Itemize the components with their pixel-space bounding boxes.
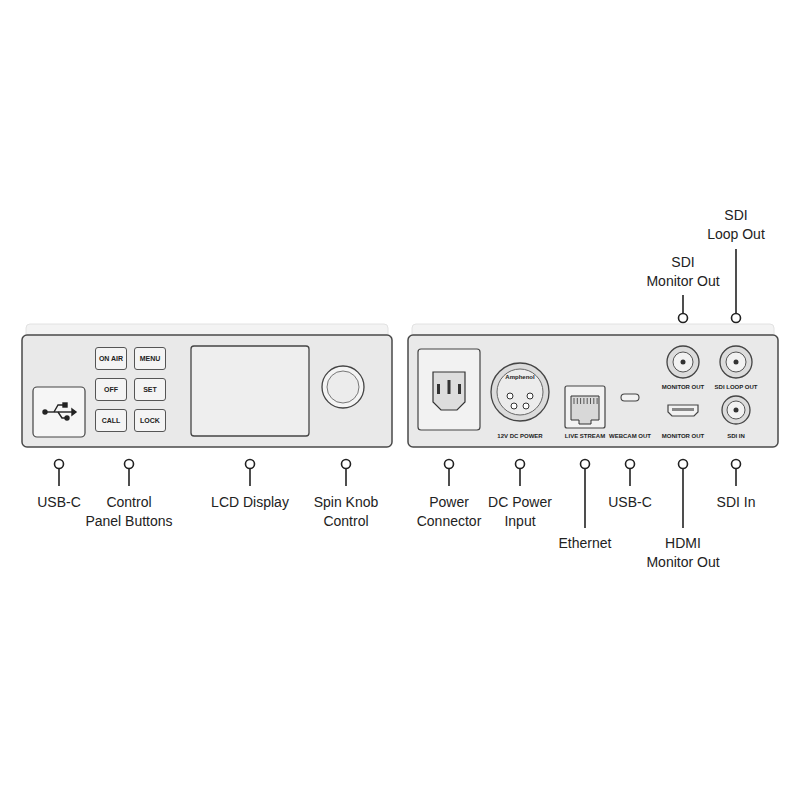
- spin-knob: [322, 366, 364, 408]
- callout-label: USB-C: [37, 493, 81, 512]
- callout-label: Ethernet: [559, 534, 612, 553]
- hdmi-contacts: [672, 408, 694, 411]
- control-button: OFF: [95, 378, 127, 401]
- callout-label: USB-C: [608, 493, 652, 512]
- callout-label: Power Connector: [417, 493, 482, 531]
- usb-port-door: [33, 387, 85, 437]
- callout-label: SDI Monitor Out: [646, 253, 719, 291]
- ethernet-port: [565, 386, 605, 428]
- port-label: WEBCAM OUT: [609, 433, 651, 440]
- port-label: Amphenol: [505, 374, 534, 381]
- power-connector: [418, 349, 480, 430]
- bnc-inner: [726, 352, 746, 372]
- xlr-pin: [527, 393, 533, 399]
- bnc-pin: [681, 360, 686, 365]
- port-label: SDI LOOP OUT: [715, 384, 758, 391]
- button-label: SET: [143, 386, 157, 393]
- xlr-pin: [523, 403, 529, 409]
- control-button: MENU: [134, 347, 166, 370]
- bnc-pin: [734, 360, 739, 365]
- iec-pin: [437, 384, 440, 394]
- xlr-pin: [511, 403, 517, 409]
- button-label: ON AIR: [99, 355, 123, 362]
- button-label: MENU: [140, 355, 161, 362]
- back-panel: [408, 335, 778, 447]
- button-label: LOCK: [140, 417, 160, 424]
- callout-label: SDI In: [717, 493, 756, 512]
- xlr-connector: [491, 363, 549, 421]
- lcd-display: [191, 346, 309, 436]
- xlr-inner: [497, 369, 543, 415]
- bnc-connector: [722, 396, 750, 424]
- port-label: 12V DC POWER: [497, 433, 542, 440]
- button-label: CALL: [102, 417, 121, 424]
- hdmi-port: [668, 405, 698, 416]
- usb-symbol: [43, 403, 76, 420]
- callout-label: DC Power Input: [488, 493, 552, 531]
- bnc-pin: [734, 408, 739, 413]
- spin-knob-inner: [327, 371, 359, 403]
- control-button: ON AIR: [95, 347, 127, 370]
- bnc-inner: [673, 352, 693, 372]
- control-button: LOCK: [134, 409, 166, 432]
- callout-label: SDI Loop Out: [707, 206, 765, 244]
- front-panel: [22, 335, 392, 447]
- bnc-connector: [667, 346, 699, 378]
- callout-label: Control Panel Buttons: [85, 493, 172, 531]
- control-button: CALL: [95, 409, 127, 432]
- iec-pin: [448, 380, 451, 394]
- port-label: MONITOR OUT: [662, 384, 705, 391]
- bnc-inner: [727, 401, 745, 419]
- callout-label: HDMI Monitor Out: [646, 534, 719, 572]
- callout-label: LCD Display: [211, 493, 289, 512]
- port-label: LIVE STREAM: [565, 433, 605, 440]
- iec-socket: [433, 372, 465, 410]
- control-button: SET: [134, 378, 166, 401]
- rj45-contacts: [574, 398, 597, 404]
- usb-c-port: [621, 394, 639, 401]
- port-label: SDI IN: [727, 433, 745, 440]
- callout-label: Spin Knob Control: [314, 493, 379, 531]
- rj45-socket: [571, 396, 599, 424]
- xlr-pin: [507, 393, 513, 399]
- bnc-connector: [720, 346, 752, 378]
- leader-lines: [55, 249, 741, 528]
- iec-pin: [458, 384, 461, 394]
- port-label: MONITOR OUT: [662, 433, 705, 440]
- button-label: OFF: [104, 386, 118, 393]
